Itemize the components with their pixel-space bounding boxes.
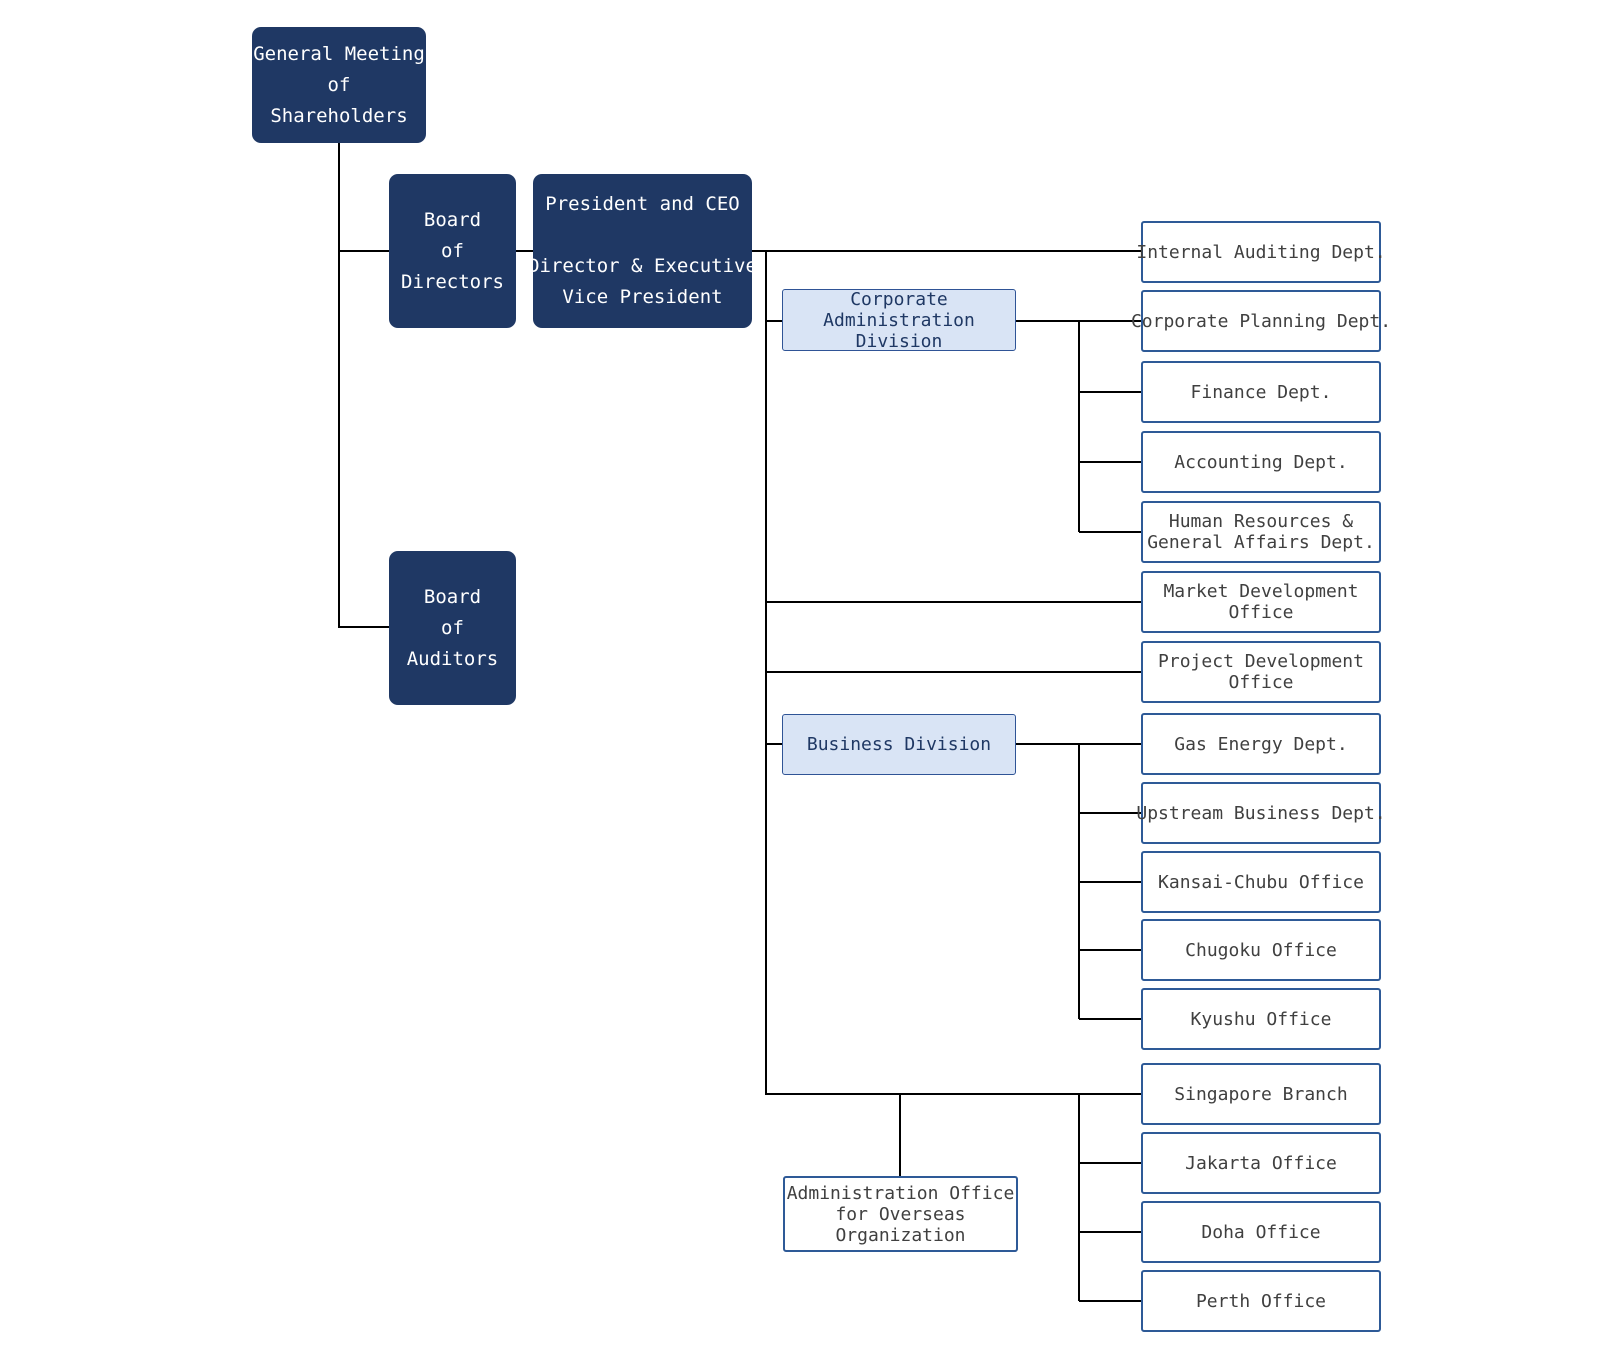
board-auditors-label-line2: of	[441, 616, 464, 639]
kyushu-label: Kyushu Office	[1190, 1008, 1332, 1030]
kansai-chubu-office-box: Kansai-Chubu Office	[1141, 851, 1381, 913]
overseas-admin-label-line1: Administration Office	[786, 1182, 1015, 1204]
hr-general-affairs-dept-box: Human Resources & General Affairs Dept.	[1141, 501, 1381, 563]
corporate-admin-label-line3: Division	[855, 330, 943, 352]
board-auditors-label-line3: Auditors	[406, 647, 499, 670]
business-division-label: Business Division	[806, 734, 992, 755]
corporate-admin-division-box: Corporate Administration Division	[782, 288, 1016, 352]
finance-dept-box: Finance Dept.	[1141, 361, 1381, 423]
project-development-office-box: Project Development Office	[1141, 641, 1381, 703]
chugoku-office-box: Chugoku Office	[1141, 919, 1381, 981]
corporate-planning-dept-box: Corporate Planning Dept.	[1131, 290, 1391, 352]
jakarta-office-box: Jakarta Office	[1141, 1132, 1381, 1194]
finance-label: Finance Dept.	[1190, 381, 1332, 403]
hr-label-line2: General Affairs Dept.	[1147, 532, 1375, 553]
perth-label: Perth Office	[1195, 1290, 1327, 1312]
shareholders-label-line1: General Meeting	[253, 42, 425, 65]
president-label-line3: Director & Executive	[528, 255, 757, 277]
upstream-business-label: Upstream Business Dept.	[1136, 802, 1386, 824]
kansai-chubu-label: Kansai-Chubu Office	[1158, 871, 1364, 893]
market-development-office-box: Market Development Office	[1141, 571, 1381, 633]
perth-office-box: Perth Office	[1141, 1270, 1381, 1332]
corporate-admin-label-line1: Corporate	[850, 288, 948, 310]
board-auditors-label-line1: Board	[423, 585, 482, 608]
kyushu-office-box: Kyushu Office	[1141, 988, 1381, 1050]
overseas-admin-label-line2: for Overseas	[835, 1203, 966, 1225]
project-dev-label-line2: Office	[1228, 672, 1294, 693]
gas-energy-label: Gas Energy Dept.	[1174, 733, 1348, 755]
accounting-dept-box: Accounting Dept.	[1141, 431, 1381, 493]
doha-office-box: Doha Office	[1141, 1201, 1381, 1263]
corporate-admin-label-line2: Administration	[823, 309, 975, 331]
shareholders-label-line2: of	[327, 73, 351, 96]
hr-label-line1: Human Resources &	[1168, 511, 1354, 532]
board-directors-label-line2: of	[441, 239, 464, 262]
corporate-planning-label: Corporate Planning Dept.	[1130, 310, 1392, 332]
market-dev-label-line2: Office	[1228, 602, 1294, 623]
board-of-auditors-box: Board of Auditors	[389, 551, 516, 705]
doha-label: Doha Office	[1201, 1221, 1321, 1243]
shareholders-box: General Meeting of Shareholders	[252, 27, 426, 143]
jakarta-label: Jakarta Office	[1185, 1152, 1337, 1174]
internal-auditing-label: Internal Auditing Dept.	[1136, 241, 1386, 263]
accounting-label: Accounting Dept.	[1174, 451, 1348, 473]
board-directors-label-line3: Directors	[401, 270, 504, 293]
project-dev-label-line1: Project Development	[1158, 651, 1364, 672]
gas-energy-dept-box: Gas Energy Dept.	[1141, 713, 1381, 775]
board-directors-label-line1: Board	[423, 208, 482, 231]
chugoku-label: Chugoku Office	[1185, 939, 1337, 961]
upstream-business-dept-box: Upstream Business Dept.	[1136, 782, 1386, 844]
board-of-directors-box: Board of Directors	[389, 174, 516, 328]
singapore-branch-box: Singapore Branch	[1141, 1063, 1381, 1125]
president-box: President and CEO Director & Executive V…	[528, 174, 757, 328]
overseas-admin-office-box: Administration Office for Overseas Organ…	[783, 1176, 1018, 1252]
business-division-box: Business Division	[782, 714, 1016, 775]
singapore-label: Singapore Branch	[1174, 1083, 1348, 1105]
president-label-line1: President and CEO	[545, 193, 740, 215]
shareholders-label-line3: Shareholders	[270, 104, 408, 127]
internal-auditing-dept-box: Internal Auditing Dept.	[1136, 221, 1386, 283]
market-dev-label-line1: Market Development	[1163, 581, 1359, 602]
president-label-line4: Vice President	[562, 286, 723, 308]
overseas-admin-label-line3: Organization	[835, 1224, 966, 1246]
